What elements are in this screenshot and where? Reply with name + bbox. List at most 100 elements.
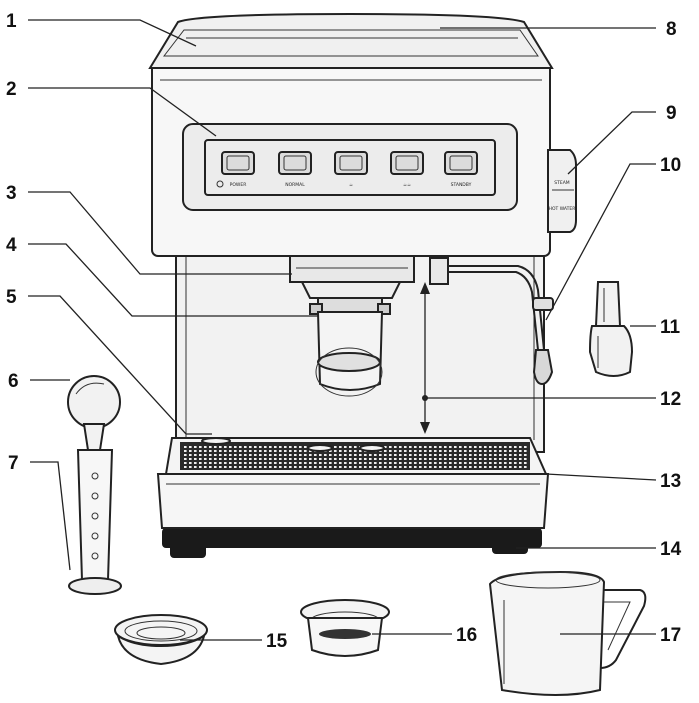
- grille-hole: [359, 454, 362, 456]
- grille-hole: [459, 462, 462, 464]
- grille-hole: [229, 466, 232, 468]
- grille-hole: [409, 458, 412, 460]
- grille-hole: [329, 458, 332, 460]
- leader-4: [28, 243, 318, 317]
- steam-knob: STEAM HOT WATER: [547, 149, 577, 233]
- grille-hole: [299, 450, 302, 452]
- grille-hole: [444, 446, 447, 448]
- grille-hole: [369, 462, 372, 464]
- grille-hole: [519, 454, 522, 456]
- steam-wand: [448, 265, 545, 351]
- grille-hole: [499, 450, 502, 452]
- grille-hole: [219, 458, 222, 460]
- grille-hole: [219, 466, 222, 468]
- grille-hole: [429, 446, 432, 448]
- grille-hole: [249, 446, 252, 448]
- grille-hole: [314, 462, 317, 464]
- grille-hole: [404, 450, 407, 452]
- grille-hole: [419, 446, 422, 448]
- grille-hole: [509, 446, 512, 448]
- grille-hole: [199, 458, 202, 460]
- grille-hole: [474, 458, 477, 460]
- grille-hole: [399, 446, 402, 448]
- grille-hole: [519, 466, 522, 468]
- callout-numbers: 1 2 3 4 5 6 7 8 9 10 11 12 13 14 15 16 1…: [6, 11, 682, 652]
- grille-hole: [314, 466, 317, 468]
- grille-hole: [399, 450, 402, 452]
- grille-hole: [274, 446, 277, 448]
- grille-hole: [434, 466, 437, 468]
- grille-hole: [234, 454, 237, 456]
- grille-hole: [344, 450, 347, 452]
- grille-hole: [269, 446, 272, 448]
- grille-hole: [244, 458, 247, 460]
- grille-hole: [484, 462, 487, 464]
- grille-hole: [229, 458, 232, 460]
- grille-hole: [249, 454, 252, 456]
- grille-hole: [414, 454, 417, 456]
- grille-hole: [489, 466, 492, 468]
- grille-hole: [184, 454, 187, 456]
- hot-water-knob-label: HOT WATER: [549, 206, 576, 212]
- grille-hole: [464, 466, 467, 468]
- grille-hole: [514, 446, 517, 448]
- grille-hole: [349, 454, 352, 456]
- grille-hole: [224, 446, 227, 448]
- grille-hole: [264, 458, 267, 460]
- grille-hole: [214, 450, 217, 452]
- grille-hole: [399, 454, 402, 456]
- grille-hole: [259, 446, 262, 448]
- grille-hole: [384, 458, 387, 460]
- panel-label-standby: STANDBY: [451, 182, 472, 188]
- callout-6: 6: [8, 371, 19, 392]
- grille-hole: [434, 450, 437, 452]
- grille-hole: [489, 458, 492, 460]
- grille-hole: [524, 466, 527, 468]
- grille-hole: [414, 466, 417, 468]
- grille-hole: [364, 454, 367, 456]
- grille-hole: [244, 466, 247, 468]
- grille-hole: [509, 454, 512, 456]
- panel-button-normal: NORMAL: [278, 151, 312, 188]
- grille-hole: [294, 446, 297, 448]
- grille-hole: [199, 446, 202, 448]
- grille-hole: [449, 450, 452, 452]
- callout-4: 4: [6, 235, 17, 256]
- grille-hole: [284, 458, 287, 460]
- grille-hole: [384, 446, 387, 448]
- grille-hole: [524, 450, 527, 452]
- grille-hole: [449, 462, 452, 464]
- grille-hole: [429, 450, 432, 452]
- grille-hole: [469, 454, 472, 456]
- grille-hole: [224, 466, 227, 468]
- grille-hole: [294, 462, 297, 464]
- grille-hole: [374, 466, 377, 468]
- leader-13: [545, 473, 657, 481]
- grille-hole: [499, 454, 502, 456]
- grille-hole: [394, 450, 397, 452]
- grille-hole: [194, 446, 197, 448]
- grille-hole: [404, 454, 407, 456]
- leader-9: [567, 111, 656, 175]
- grille-hole: [499, 458, 502, 460]
- power-indicator-light: [216, 180, 224, 188]
- grille-hole: [474, 462, 477, 464]
- grille-hole: [234, 450, 237, 452]
- grille-hole: [414, 446, 417, 448]
- grille-hole: [424, 450, 427, 452]
- grille-hole: [304, 462, 307, 464]
- grille-hole: [239, 462, 242, 464]
- grille-hole: [274, 450, 277, 452]
- max-cup-height-arrow: [420, 282, 430, 434]
- grille-hole: [274, 466, 277, 468]
- grille-hole: [274, 458, 277, 460]
- grille-hole: [219, 450, 222, 452]
- callout-13: 13: [660, 471, 681, 492]
- grille-hole: [199, 454, 202, 456]
- grille-hole: [264, 454, 267, 456]
- grille-hole: [474, 454, 477, 456]
- grille-hole: [394, 454, 397, 456]
- grille-hole: [404, 466, 407, 468]
- steam-nozzle: [532, 349, 554, 386]
- grille-hole: [474, 446, 477, 448]
